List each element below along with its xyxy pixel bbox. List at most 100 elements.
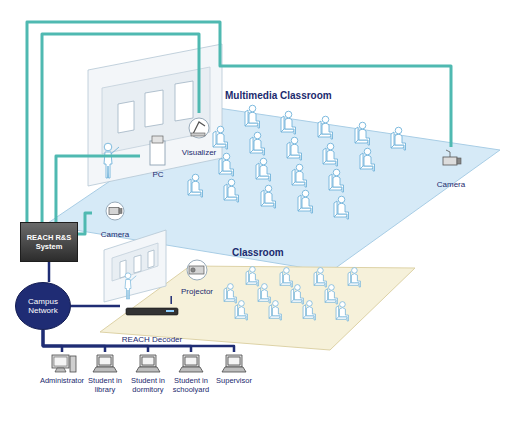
desktop-monitor: [52, 355, 69, 368]
student-figure: [355, 122, 370, 145]
video-link: [42, 34, 199, 222]
student-figure: [291, 285, 303, 304]
projector-icon: [187, 260, 207, 280]
device-node: Camera: [427, 147, 475, 189]
decoder-led: [166, 310, 174, 312]
screen-panel: [134, 255, 141, 273]
student-figure: [258, 284, 270, 303]
client-node: Student in schoolyard: [166, 352, 216, 404]
desktop-tower: [70, 356, 76, 372]
student-figure: [281, 111, 296, 134]
teacher-figure: [125, 273, 136, 299]
device-name: Camera: [101, 230, 129, 239]
camera-mount: [446, 150, 450, 157]
device-node: Projector: [166, 256, 228, 296]
student-figure: [360, 148, 375, 171]
video-link: [78, 213, 92, 234]
student-figure: [261, 185, 276, 208]
visualizer-arm: [193, 122, 205, 134]
system-name: REACH R&S System: [23, 233, 75, 251]
student-figure: [224, 284, 236, 303]
student-figure: [213, 126, 228, 149]
student-figure: [292, 164, 307, 187]
network-link: [43, 330, 105, 352]
student-figure: [334, 196, 349, 219]
camera-lens: [457, 158, 461, 164]
screen-panel: [175, 81, 193, 121]
device-node: Visualizer: [170, 113, 228, 157]
teacher-figure: [104, 143, 119, 178]
student-figure: [269, 301, 281, 320]
network-link: [43, 330, 234, 352]
student-figure: [323, 143, 338, 166]
student-figure: [325, 285, 337, 304]
screen-panel: [148, 250, 154, 268]
screen-panel: [118, 101, 134, 133]
client-node: Administrator: [37, 352, 87, 404]
desktop-screen: [54, 357, 67, 366]
student-figure: [329, 169, 344, 192]
device-name: PC: [152, 170, 163, 179]
device-node: PC: [140, 133, 176, 179]
room-heading: Multimedia Classroom: [225, 90, 332, 102]
student-figure: [287, 137, 302, 160]
device-node: Camera: [92, 199, 138, 239]
student-figure: [188, 174, 203, 197]
laptop-icon: [179, 355, 203, 372]
student-figure: [250, 132, 265, 155]
client-name: Administrator: [40, 377, 84, 386]
system-box: REACH R&S System: [20, 222, 78, 262]
student-figure: [318, 116, 333, 139]
classroom-wall: [88, 44, 222, 186]
student-figure: [219, 153, 234, 176]
network-link: [43, 330, 148, 352]
student-figure: [298, 190, 313, 213]
client-name: Student in dormitory: [123, 377, 173, 394]
student-figure: [348, 268, 360, 287]
projection-screen: [102, 67, 210, 154]
camera-lens: [119, 209, 122, 214]
laptop-icon: [136, 355, 160, 372]
video-link: [27, 22, 451, 222]
laptop-icon: [93, 355, 117, 372]
projector-body: [189, 266, 204, 274]
projection-screen: [112, 243, 158, 281]
camera-body: [443, 157, 457, 165]
projector-lens: [191, 268, 195, 272]
device-name: REACH Decoder: [122, 335, 182, 344]
client-name: Student in schoolyard: [166, 377, 216, 394]
device-node: REACH Decoder: [120, 304, 184, 344]
laptop-icon: [222, 355, 246, 372]
student-figure: [235, 301, 247, 320]
client-node: Student in dormitory: [123, 352, 173, 404]
video-link: [56, 156, 140, 222]
connector-group: [27, 22, 451, 352]
device-name: Camera: [437, 180, 465, 189]
network-ellipse: [16, 283, 71, 330]
student-figure: [336, 302, 348, 321]
camera-icon: [106, 202, 124, 220]
network-link: [48, 262, 51, 282]
student-figure: [314, 268, 326, 287]
client-name: Student in library: [80, 377, 130, 394]
classroom-wall: [104, 230, 166, 302]
pc-monitor: [152, 136, 163, 143]
network-link: [71, 305, 120, 308]
student-figure: [224, 179, 239, 202]
decoder-icon: [126, 308, 178, 315]
network-link: [43, 330, 62, 352]
network-link: [170, 296, 172, 304]
student-figure: [280, 268, 292, 287]
client-node: Supervisor: [209, 352, 259, 404]
desktop-stand: [55, 368, 66, 372]
screen-panel: [145, 90, 163, 127]
device-name: Visualizer: [182, 148, 217, 157]
client-node: Student in library: [80, 352, 130, 404]
student-figure: [246, 267, 258, 286]
student-figure: [256, 158, 271, 181]
student-figure: [303, 301, 315, 320]
network-link: [43, 330, 191, 352]
network-name: Campus Network: [21, 297, 65, 315]
